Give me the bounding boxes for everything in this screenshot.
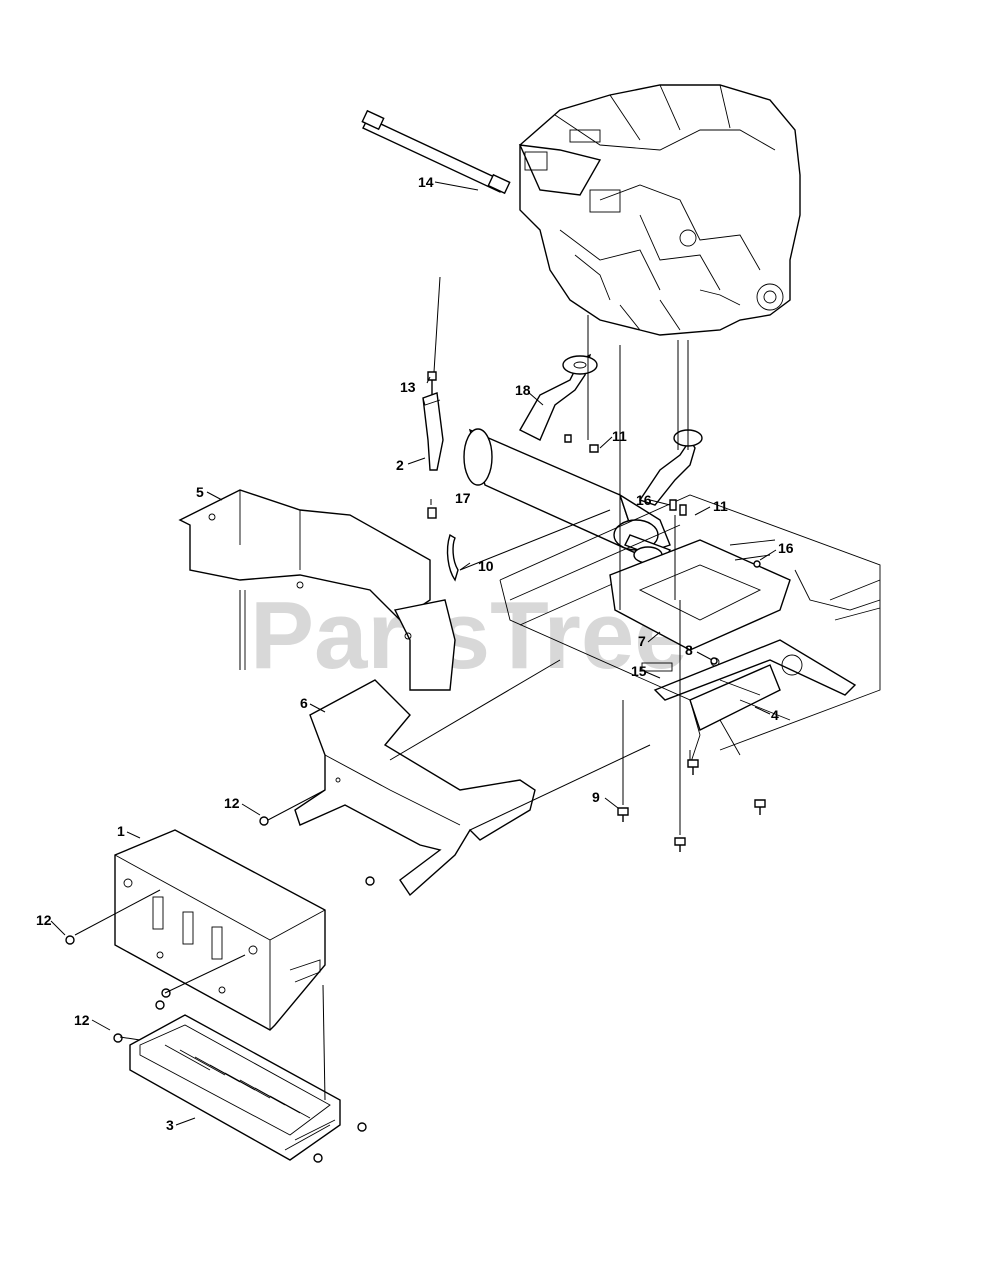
part-13-bolt — [427, 371, 437, 395]
chassis-frame — [499, 494, 881, 766]
callout-8[interactable]: 8 — [685, 642, 693, 658]
callout-14[interactable]: 14 — [418, 174, 434, 190]
fasteners — [65, 434, 766, 1163]
part-3-grate — [129, 1014, 341, 1161]
part-1-cover — [114, 829, 326, 1031]
callout-16-left[interactable]: 16 — [636, 492, 652, 508]
muffler — [463, 428, 671, 564]
part-14-dipstick-tube — [361, 109, 511, 195]
callout-13[interactable]: 13 — [400, 379, 416, 395]
part-5-heat-shield — [178, 489, 456, 691]
part-2-bracket — [422, 392, 444, 471]
callout-15[interactable]: 15 — [631, 663, 647, 679]
callout-16-right[interactable]: 16 — [778, 540, 794, 556]
callout-12-middle[interactable]: 12 — [224, 795, 240, 811]
part-17-spacer — [427, 507, 437, 519]
callout-labels: 1 2 3 4 5 6 7 8 9 10 11 11 12 12 12 13 1… — [36, 174, 794, 1133]
part-6-lower-shield — [294, 679, 536, 897]
leader-lines — [74, 315, 691, 1101]
engine-drawing — [518, 84, 801, 336]
callout-7[interactable]: 7 — [638, 633, 646, 649]
part-10-clip — [446, 533, 459, 582]
callout-11-upper[interactable]: 11 — [612, 428, 627, 444]
callout-6[interactable]: 6 — [300, 695, 308, 711]
callout-2[interactable]: 2 — [396, 457, 404, 473]
callout-4[interactable]: 4 — [771, 707, 779, 723]
callout-10[interactable]: 10 — [478, 558, 494, 574]
callout-18[interactable]: 18 — [515, 382, 531, 398]
callout-17[interactable]: 17 — [455, 490, 471, 506]
callout-9[interactable]: 9 — [592, 789, 600, 805]
callout-11-right[interactable]: 11 — [713, 498, 728, 514]
callout-5[interactable]: 5 — [196, 484, 204, 500]
callout-12-left[interactable]: 12 — [36, 912, 52, 928]
callout-pointers — [50, 181, 777, 1126]
callout-1[interactable]: 1 — [117, 823, 125, 839]
callout-12-lower[interactable]: 12 — [74, 1012, 90, 1028]
callout-3[interactable]: 3 — [166, 1117, 174, 1133]
part-18-exhaust-pipe — [519, 353, 598, 441]
